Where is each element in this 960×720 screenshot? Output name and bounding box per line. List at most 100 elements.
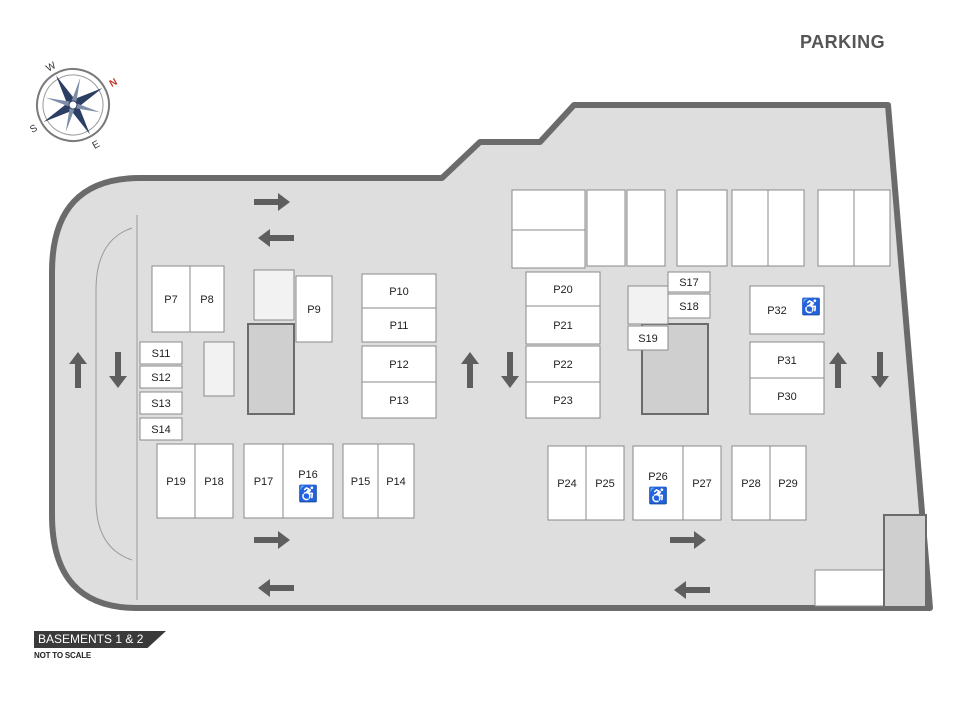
bay-label: P19 [166,476,186,488]
bay-label: P21 [553,320,573,332]
parking-bay-p32 [749,285,825,335]
arrow-left-icon [258,229,294,247]
arrow-right-icon [254,531,290,549]
parking-bay-p18 [194,443,234,519]
bay-label: P31 [777,355,797,367]
bay-unlabelled [511,189,586,231]
wheelchair-icon: ♿ [648,486,668,505]
storage-label: S19 [638,333,658,345]
arrow-right-icon [254,193,290,211]
bay-label: P8 [200,294,213,306]
parking-bay-p30 [749,377,825,415]
parking-bay-p31 [749,341,825,379]
level-badge: BASEMENTS 1 & 2 [34,631,166,648]
parking-bay-p27 [682,445,722,521]
bay-label: P25 [595,478,615,490]
storage-unit-s19 [627,325,669,351]
bay-label: P17 [254,476,274,488]
bay-label: P9 [307,304,320,316]
ramp-curve [95,227,133,561]
lift-box [627,285,669,325]
arrow-left-icon [258,579,294,597]
parking-bay-p14 [377,443,415,519]
bay-unlabelled [767,189,805,267]
bay-label: P18 [204,476,224,488]
bay-unlabelled [511,229,586,269]
compass-label: E [91,139,103,152]
parking-bay-p15 [342,443,379,519]
bay-unlabelled [817,189,855,267]
wheelchair-icon: ♿ [801,297,821,316]
building-cores [203,269,927,608]
arrow-down-icon [871,352,889,388]
bay-label: P14 [386,476,406,488]
storage-label: S14 [151,424,171,436]
stair-core [247,323,295,415]
parking-bay-p24 [547,445,587,521]
parking-bay-p9 [295,275,333,343]
storage-label: S11 [152,348,171,360]
bay-label: P32 [767,305,787,317]
parking-bay-p10 [361,273,437,309]
parking-bay-p12 [361,345,437,383]
arrow-down-icon [109,352,127,388]
compass-rose: S W N E [28,60,120,152]
bay-label: P10 [389,286,409,298]
parking-bay-p13 [361,381,437,419]
bay-label: P12 [389,359,409,371]
arrow-down-icon [501,352,519,388]
arrow-up-icon [461,352,479,388]
wheelchair-icon: ♿ [298,484,318,503]
storage-unit-s17 [667,271,711,293]
lift-box [203,341,235,397]
parking-bay-p22 [525,345,601,383]
parking-bay-p21 [525,305,601,345]
parking-bay-p11 [361,307,437,343]
compass-center [68,100,78,110]
parking-bay-p26 [632,445,684,521]
storage-label: S17 [679,277,699,289]
arrow-right-icon [670,531,706,549]
storage-unit-s14 [139,417,183,441]
bay-label: P7 [164,294,177,306]
storage-label: S18 [679,301,699,313]
parking-bay-p8 [189,265,225,333]
storage-unit-s13 [139,391,183,415]
map-title: PARKING [800,32,886,52]
lift-box [253,269,295,321]
level-label: BASEMENTS 1 & 2 [38,632,144,646]
arrow-left-icon [674,581,710,599]
parking-bay-p29 [769,445,807,521]
arrow-up-icon [829,352,847,388]
bay-label: P30 [777,391,797,403]
compass-label: N [108,77,120,90]
bay-unlabelled [731,189,769,267]
bay-unlabelled [676,189,728,267]
bay-label: P11 [390,320,409,332]
parking-bay-p7 [151,265,191,333]
storage-label: S13 [151,398,171,410]
bay-label: P16 [298,469,318,481]
parking-bay-p17 [243,443,284,519]
parking-bay-p28 [731,445,771,521]
compass-label: S [28,123,40,136]
storage-unit-s18 [667,293,711,319]
bay-label: P27 [692,478,712,490]
bay-label: P23 [553,395,573,407]
bay-label: P26 [648,471,668,483]
bay-label: P22 [553,359,573,371]
bay-unlabelled [626,189,666,267]
stair-core [883,514,927,608]
bay-unlabelled [586,189,626,267]
parking-bay-p20 [525,271,601,307]
bay-label: P20 [553,284,573,296]
parking-bay-p16 [282,443,334,519]
storage-label: S12 [151,372,171,384]
bay-label: P13 [389,395,409,407]
bay-unlabelled [853,189,891,267]
scale-note: NOT TO SCALE [34,651,92,660]
storage-unit-s11 [139,341,183,365]
